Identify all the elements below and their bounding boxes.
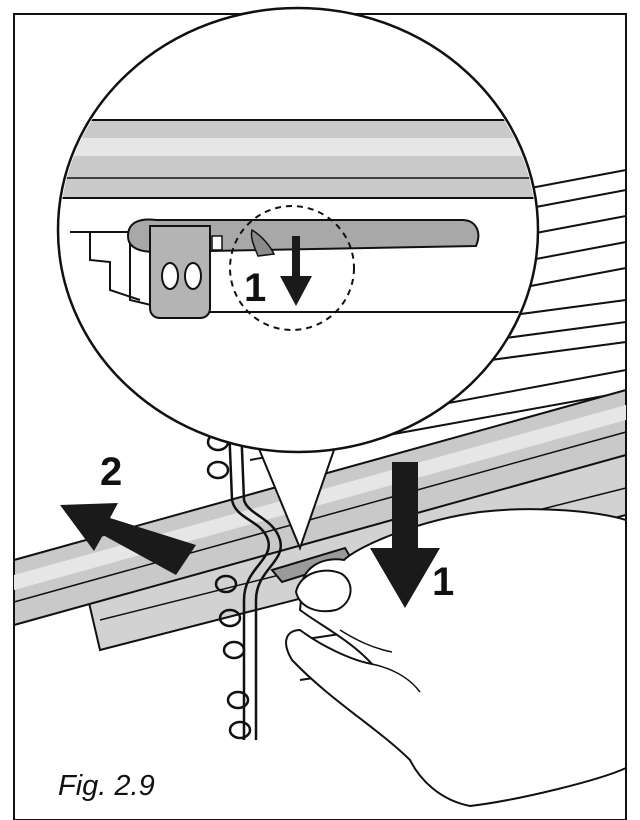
step-1-label: 1: [432, 560, 455, 604]
detail-upper-rail-highlight: [60, 138, 536, 156]
detail-bracket: [149, 225, 211, 319]
detail-latch: [250, 228, 276, 257]
thumb: [294, 569, 352, 613]
detail-view: [60, 119, 536, 319]
arrow-down-icon: [370, 462, 440, 608]
telescopic-rail-line: [13, 431, 627, 603]
finger-crease-2: [339, 629, 393, 653]
detail-small-tab: [211, 235, 223, 251]
shelf-support-wire: [206, 399, 283, 740]
finger-crease-1: [371, 663, 421, 693]
detail-lower-profile: [70, 231, 536, 313]
detail-focus-circle: [229, 205, 355, 331]
detail-bracket-hole-1: [161, 262, 179, 290]
detail-step-1-label: 1: [244, 266, 267, 310]
detail-upper-rail: [60, 119, 536, 199]
arrow-left-icon: [60, 503, 196, 575]
step-2-label: 2: [100, 450, 123, 494]
figure-caption: Fig. 2.9: [58, 770, 155, 802]
detail-lower-profile-step: [89, 232, 141, 301]
detail-bracket-hole-2: [184, 262, 202, 290]
arrow-down-icon: [280, 236, 312, 306]
